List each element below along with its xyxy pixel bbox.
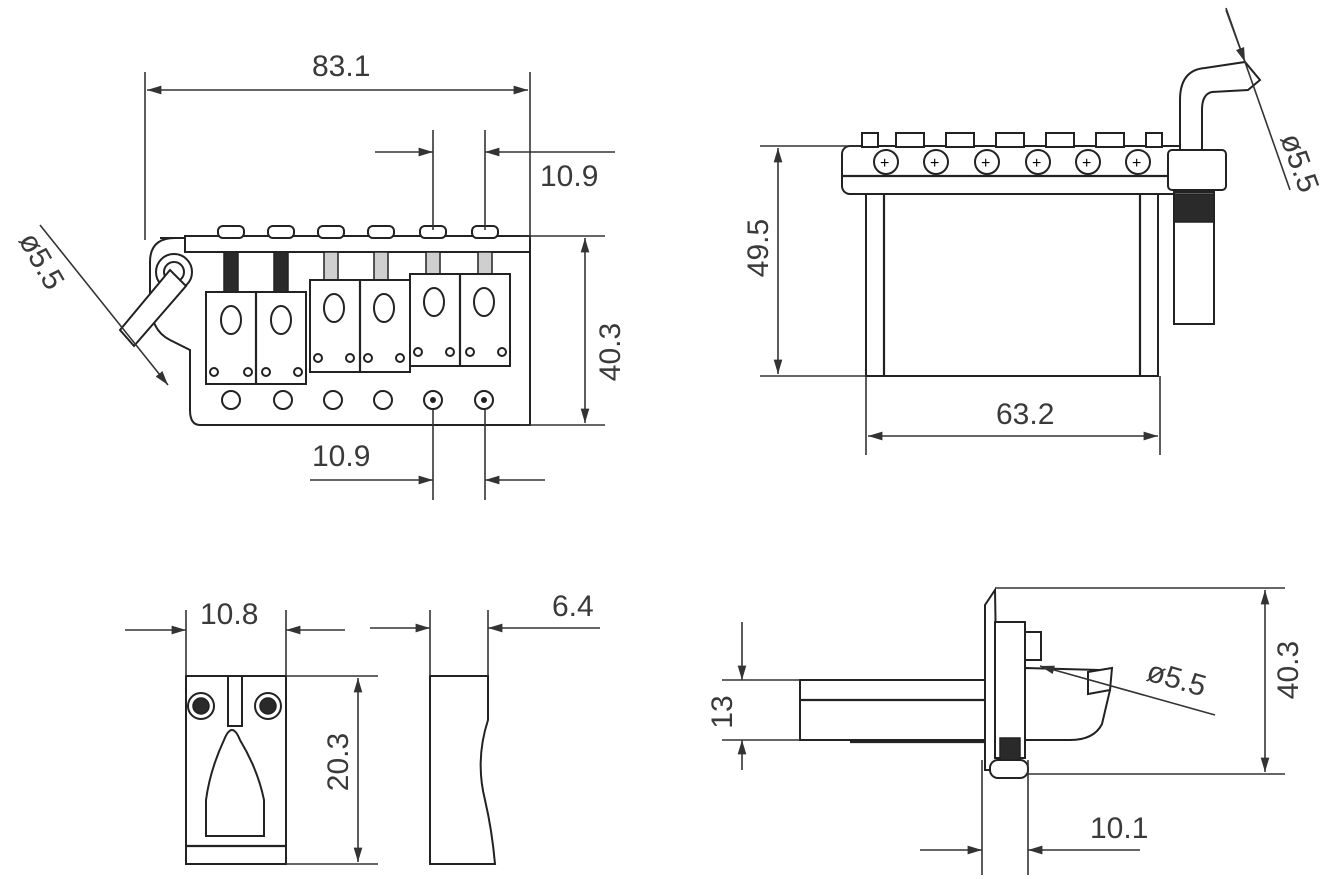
saddle-profile xyxy=(429,675,497,865)
saddle-view xyxy=(185,675,287,865)
label-saddle-width: 10.8 xyxy=(200,598,258,631)
svg-text:+: + xyxy=(1132,155,1141,172)
label-saddle-length: 20.3 xyxy=(322,733,355,791)
svg-text:+: + xyxy=(981,155,990,172)
svg-text:+: + xyxy=(930,155,939,172)
svg-text:+: + xyxy=(1082,155,1091,172)
svg-text:+: + xyxy=(880,155,889,172)
label-overall-width: 83.1 xyxy=(312,50,370,83)
side-view: + + + + + + xyxy=(841,60,1262,377)
label-bottom-height: 40.3 xyxy=(1272,641,1305,699)
label-block-thickness: 13 xyxy=(706,695,739,728)
label-saddle-spacing-bottom: 10.9 xyxy=(312,440,370,473)
label-saddle-spacing-top: 10.9 xyxy=(540,160,598,193)
svg-text:+: + xyxy=(1032,155,1041,172)
label-saddle-thickness: 6.4 xyxy=(552,590,594,623)
front-view xyxy=(118,225,531,426)
side-view-dimensions xyxy=(760,7,1291,455)
label-block-width: 63.2 xyxy=(996,398,1054,431)
label-front-arm-diameter: ø5.5 xyxy=(12,227,71,295)
label-front-height: 40.3 xyxy=(594,323,627,381)
bottom-view xyxy=(799,586,1114,779)
saddle-dimensions xyxy=(125,610,600,865)
label-side-height: 49.5 xyxy=(742,219,775,277)
label-bottom-arm-diameter: ø5.5 xyxy=(1143,655,1210,703)
front-view-dimensions xyxy=(39,72,615,500)
bottom-view-dimensions xyxy=(722,587,1285,875)
label-plate-offset: 10.1 xyxy=(1090,812,1148,845)
